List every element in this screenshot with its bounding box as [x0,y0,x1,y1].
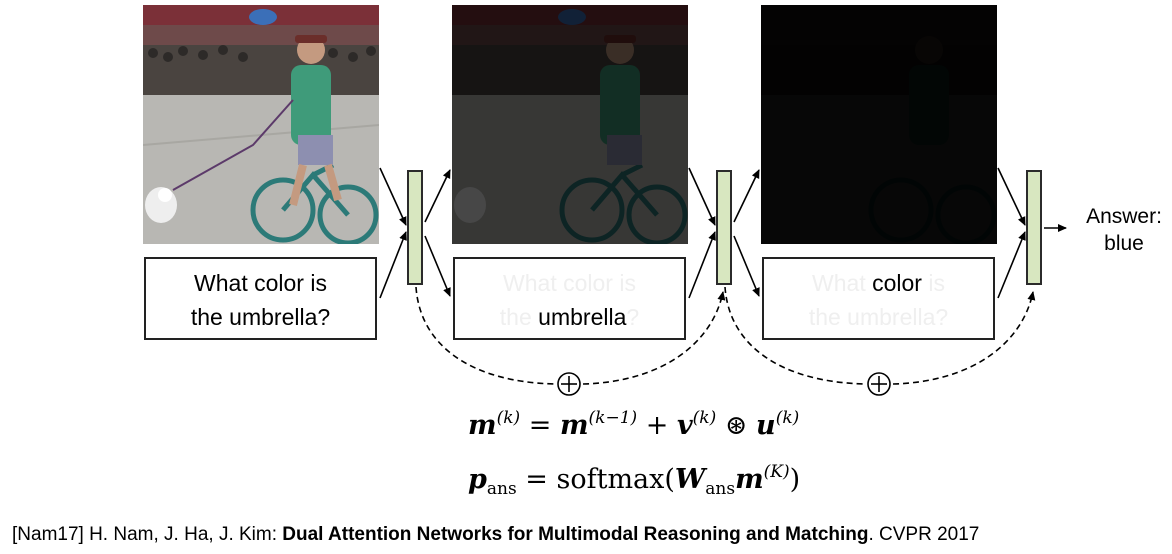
memory-vector-2 [716,170,732,285]
answer-label: Answer: blue [1078,203,1170,257]
text-attention-box-hop1: What color is the umbrella? [453,257,686,340]
sum-node [557,372,581,396]
faded-text: is [921,270,945,296]
question-line-1: What color is [194,270,327,296]
memory-vector-3 [1026,170,1042,285]
faded-text: ? [626,304,640,330]
answer-title: Answer: [1086,205,1162,228]
faded-text: the [499,304,539,330]
attended-word: umbrella [538,304,627,330]
answer-value: blue [1104,232,1144,255]
memory-vector-1 [407,170,423,285]
attention-photo-hop1 [452,5,688,244]
memory-update-equation: m(k) = m(k−1) + v(k) ⊛ u(k) [468,408,800,441]
faded-text: the umbrella? [808,304,949,330]
citation: [Nam17] H. Nam, J. Ha, J. Kim: Dual Atte… [12,524,980,545]
faded-text: What [812,270,873,296]
paper-title: Dual Attention Networks for Multimodal R… [282,524,869,545]
question-box: What color is the umbrella? [144,257,377,340]
question-line-2: the umbrella? [190,304,331,330]
street-scene-image [143,5,379,244]
faded-text: What color is [503,270,636,296]
sum-node [867,372,891,396]
attended-word: color [872,270,922,296]
attention-photo-hop2 [761,5,997,244]
input-photo [143,5,379,244]
answer-probability-equation: pans = softmax(Wansm(K)) [468,462,801,499]
text-attention-box-hop2: What color is the umbrella? [762,257,995,340]
